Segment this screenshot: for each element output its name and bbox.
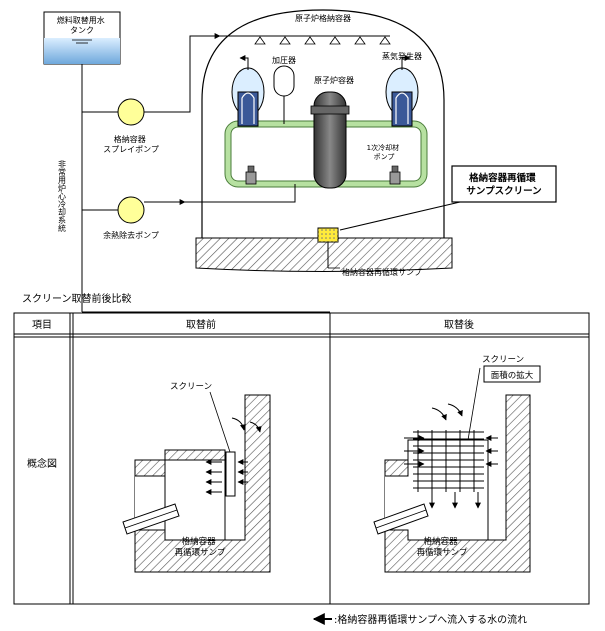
tank-label: 燃料取替用水 タンク — [57, 15, 108, 35]
refueling-water-tank: 燃料取替用水 タンク — [43, 11, 121, 65]
screen-callout: 格納容器再循環 サンプスクリーン — [339, 165, 557, 231]
before-screen-label: スクリーン — [170, 382, 212, 392]
legend-text: :格納容器再循環サンプへ流入する水の流れ — [334, 613, 527, 626]
spray-nozzle — [254, 36, 266, 45]
sump-label: 格納容器再循環サンプ — [342, 267, 422, 277]
spray-pump-label: 格納容器 スプレイポンプ — [103, 134, 159, 154]
steam-generator-right: 蒸気発生器 — [382, 51, 422, 127]
after-sump-label: 格納容器 再循環サンプ — [417, 536, 468, 558]
recirculation-sump: 格納容器再循環サンプ — [317, 227, 422, 277]
spray-nozzles — [254, 36, 391, 45]
flow-arrow — [431, 407, 447, 421]
before-flow-arrows — [205, 417, 262, 495]
containment-spray-pump — [117, 98, 145, 126]
rhr-pump-label: 余熱除去ポンプ — [103, 230, 159, 240]
after-flow-arrows — [404, 403, 498, 509]
containment-label: 原子炉格納容器 — [295, 13, 351, 23]
row-label-concept: 概念図 — [27, 457, 57, 470]
spray-nozzle — [329, 36, 341, 45]
flow-arrow — [447, 403, 463, 417]
reactor-vessel: 原子炉容器 — [310, 75, 354, 189]
reactor-label: 原子炉容器 — [314, 75, 354, 85]
before-pipe — [122, 503, 180, 535]
plant-schematic: 燃料取替用水 タンク 非常用炉心冷却系統 格納容器 スプレイポンプ 余熱除去ポン… — [43, 9, 557, 313]
comparison-table: 項目 取替前 取替後 概念図 — [13, 312, 590, 605]
steam-generator-label: 蒸気発生器 — [382, 51, 422, 61]
reactor-coolant-pump-right: 1次冷却材 ポンプ — [367, 143, 402, 185]
header-after: 取替後 — [444, 318, 474, 331]
svg-text:格納容器再循環 サンプスクリーン: 格納容器再循環 サンプスクリーン — [466, 172, 541, 197]
spray-nozzle — [379, 36, 391, 45]
eccs-label: 非常用炉心冷却系統 — [58, 159, 67, 233]
pressurizer-label: 加圧器 — [272, 55, 296, 65]
before-diagram: スクリーン 格納容器 再循環サンプ — [122, 382, 271, 573]
after-area-label: 面積の拡大 — [491, 370, 534, 381]
after-diagram: スクリーン 面積の拡大 格納容器 再循環サンプ — [373, 355, 541, 573]
after-screen-label: スクリーン — [482, 355, 524, 365]
residual-heat-removal-pump — [117, 196, 145, 224]
spray-nozzle — [354, 36, 366, 45]
header-item: 項目 — [32, 319, 52, 331]
rcp-label: 1次冷却材 ポンプ — [367, 143, 402, 161]
header-before: 取替前 — [186, 318, 216, 331]
comparison-title: スクリーン取替前後比較 — [22, 292, 132, 305]
after-screen — [413, 430, 484, 492]
steam-generator-left — [231, 55, 265, 127]
tank-label-line2: タンク — [70, 26, 94, 35]
before-screen — [225, 451, 236, 497]
before-sump-label: 格納容器 再循環サンプ — [175, 536, 226, 558]
containment-vessel — [201, 9, 445, 238]
tank-label-line1: 燃料取替用水 — [57, 15, 105, 25]
spray-nozzle — [304, 36, 316, 45]
reactor-coolant-pump-left — [245, 165, 257, 185]
after-pipe — [373, 503, 429, 535]
pressurizer: 加圧器 — [272, 55, 296, 124]
spray-nozzle — [279, 36, 291, 45]
flow-arrow — [231, 417, 246, 431]
flow-arrow — [249, 421, 262, 433]
legend: :格納容器再循環サンプへ流入する水の流れ — [312, 613, 527, 626]
